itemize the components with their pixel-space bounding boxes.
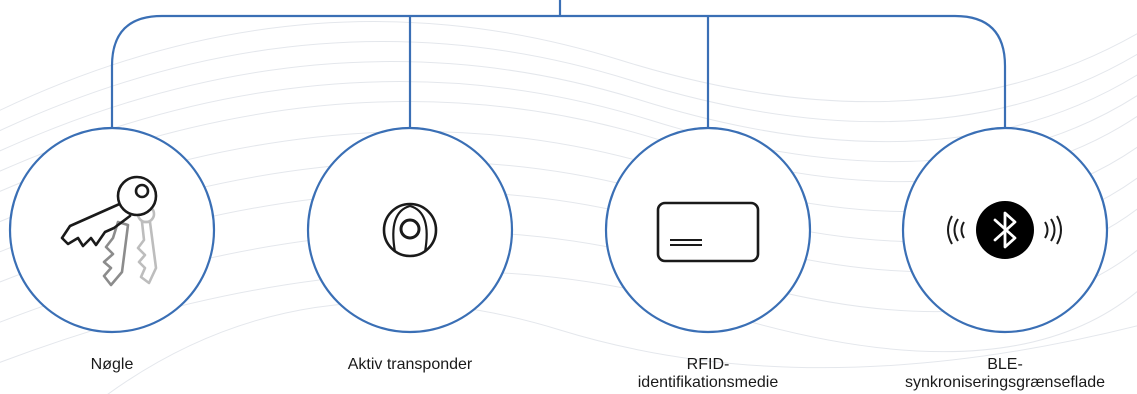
bluetooth-icon (947, 201, 1062, 259)
connector-lines (110, 0, 1007, 138)
circle-rfid (604, 126, 812, 334)
rfid-card-icon (656, 201, 760, 263)
connector-branch-4 (708, 14, 1007, 138)
label-bluetooth: BLE- synkroniseringsgrænseflade (904, 356, 1106, 391)
circle-transponder (306, 126, 514, 334)
keys-icon (60, 175, 158, 287)
label-rfid: RFID- identifikationsmedie (637, 356, 779, 391)
label-keys: Nøgle (90, 356, 134, 373)
item-circles (8, 126, 1109, 334)
label-transponder: Aktiv transponder (347, 356, 473, 373)
transponder-icon (382, 202, 438, 258)
connector-branch-1 (110, 14, 410, 138)
